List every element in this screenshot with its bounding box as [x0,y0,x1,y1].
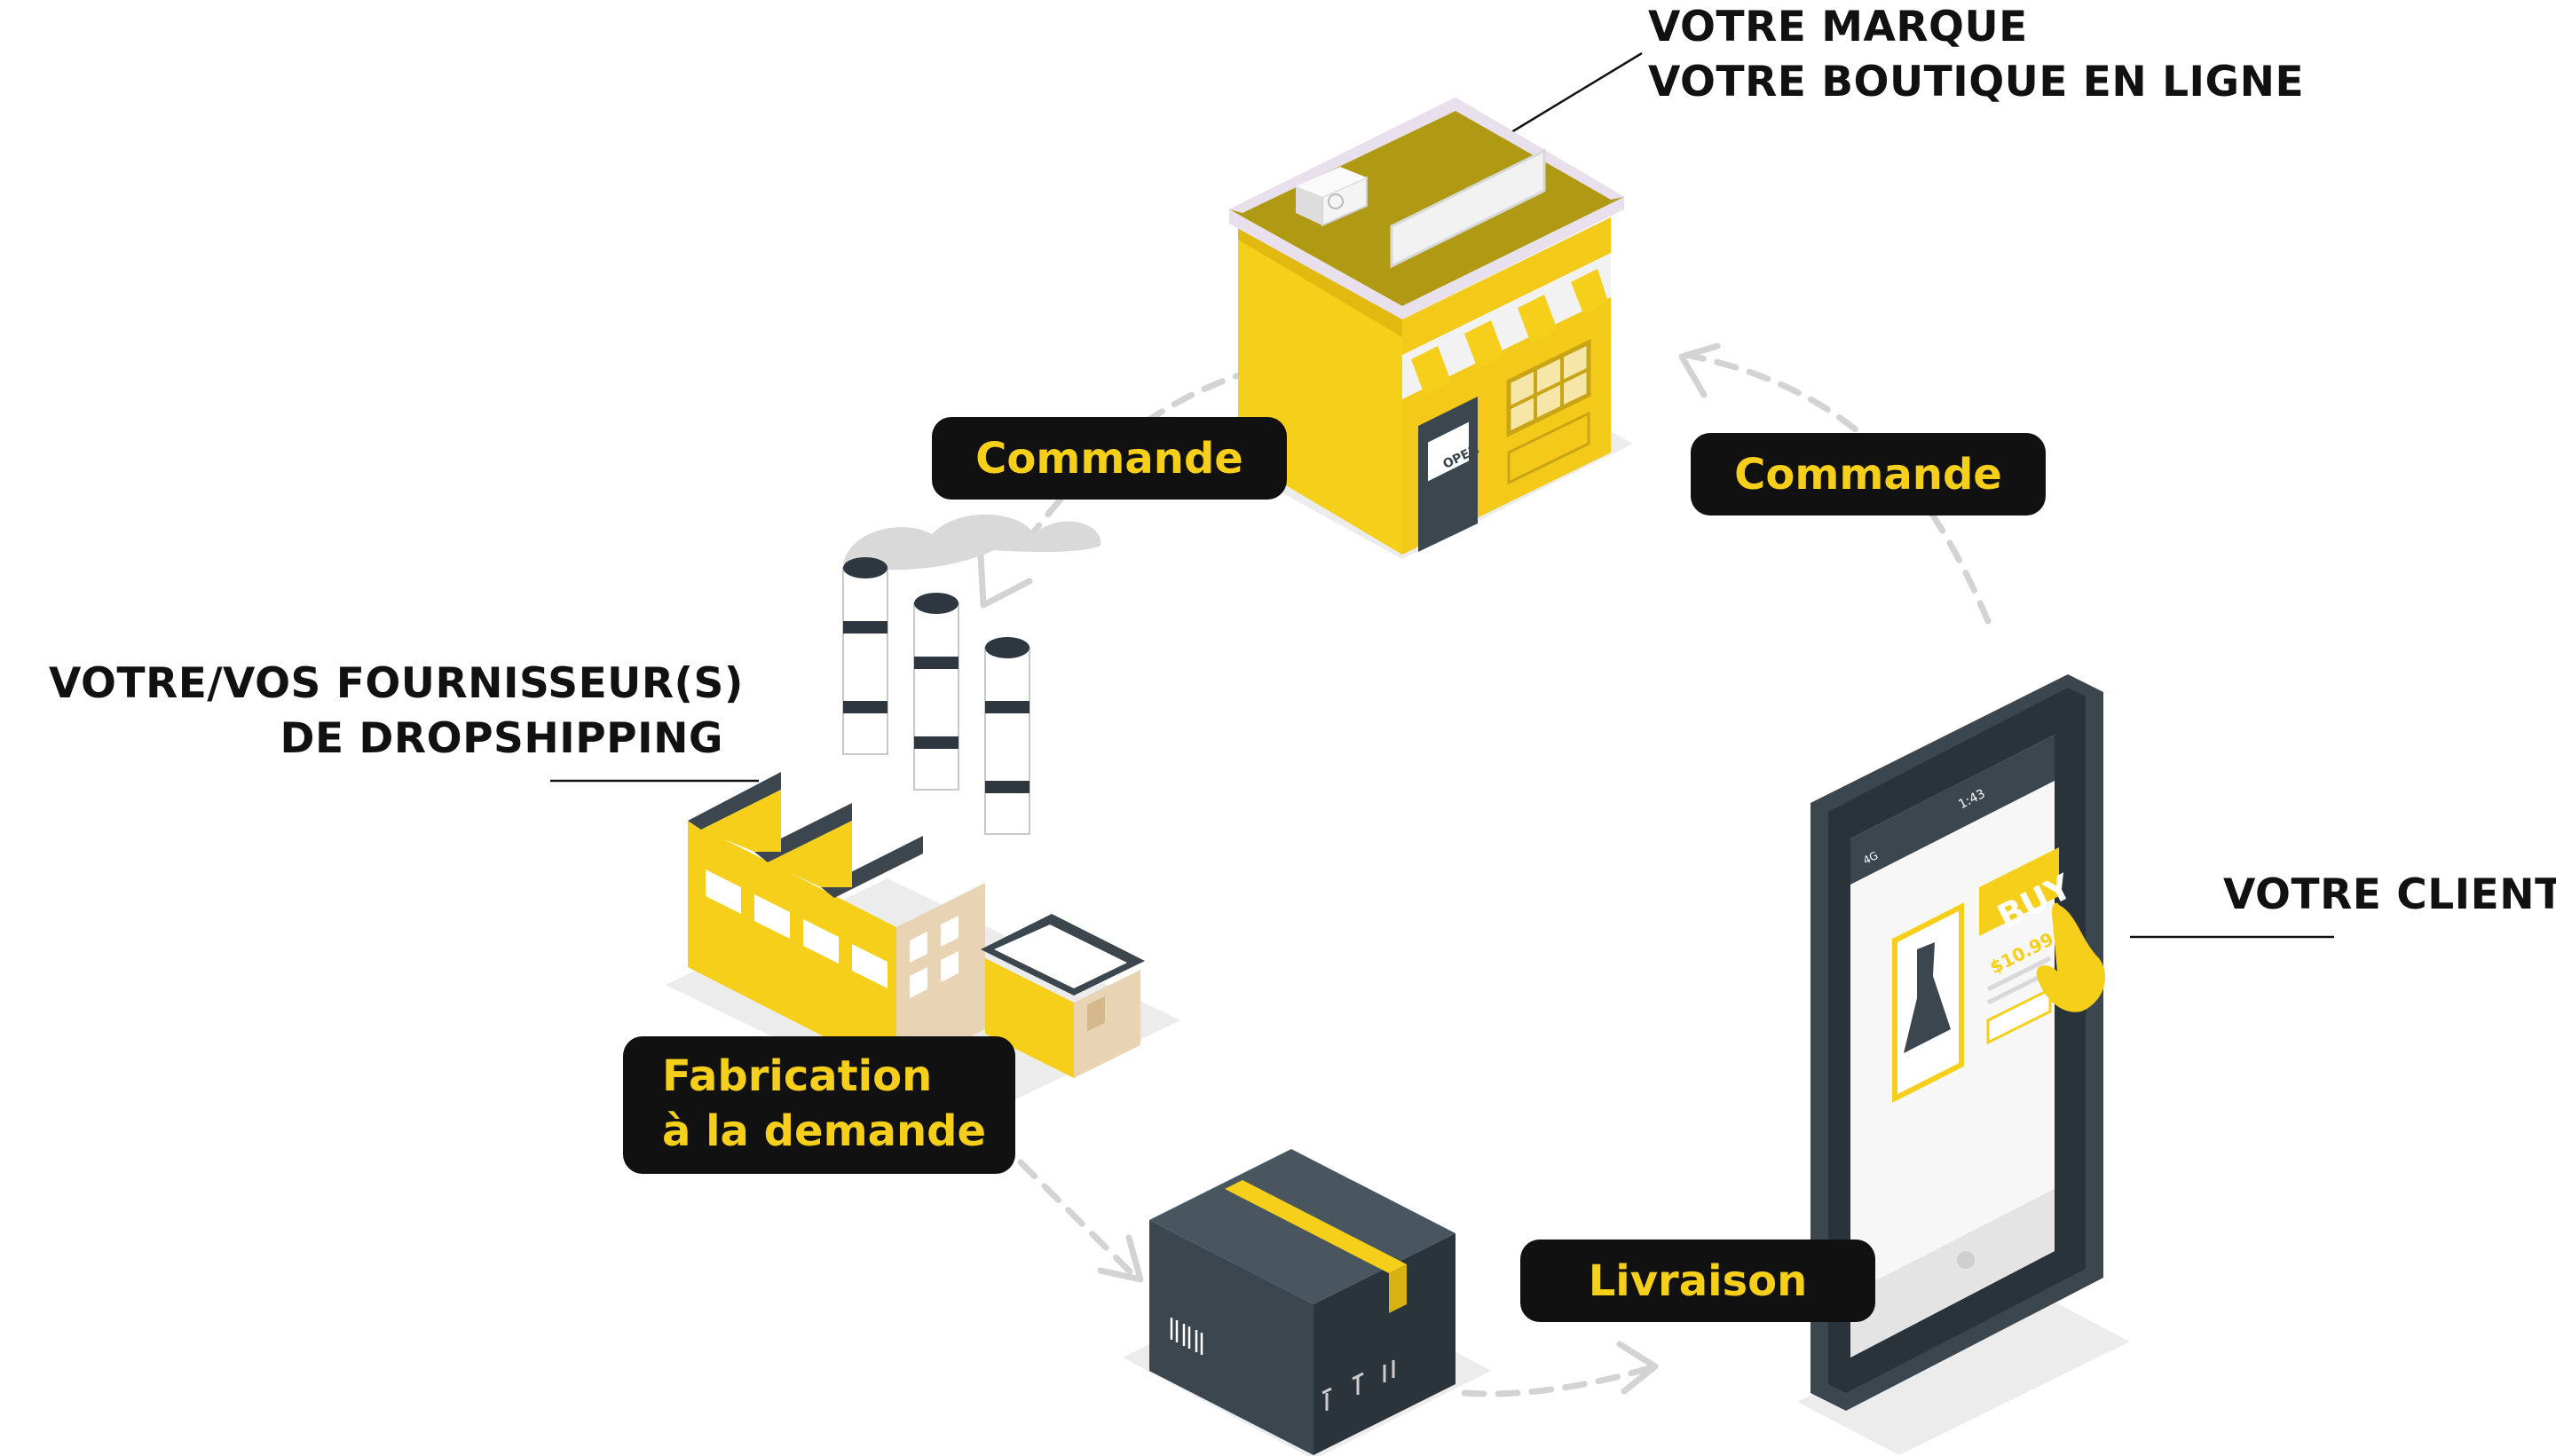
brand-heading-line1: VOTRE MARQUE [1648,3,2028,51]
step-order-left: Commande [932,417,1287,500]
brand-heading: VOTRE MARQUE VOTRE BOUTIQUE EN LIGNE [1648,0,2304,110]
arrow-factory-to-box [1017,1159,1140,1281]
step-manufacturing: Fabrication à la demande [623,1036,1015,1174]
shop-illustration: OPEN [1225,98,1633,559]
arrowhead-shop [1678,342,1721,398]
phone-illustration: 1:43 4G BUY $10.99 [1797,674,2130,1455]
box-illustration [1123,1149,1491,1456]
arrow-box-to-phone [1461,1363,1659,1397]
step-delivery: Livraison [1520,1240,1875,1322]
step-order-right-label: Commande [1734,449,2002,500]
arrowhead-box [1097,1234,1144,1283]
step-order-left-label: Commande [975,433,1243,484]
client-heading-line1: VOTRE CLIENT [2223,870,2556,919]
supplier-heading: VOTRE/VOS FOURNISSEUR(S) DE DROPSHIPPING [49,657,744,767]
step-manufacturing-line2: à la demande [662,1106,987,1156]
step-manufacturing-line1: Fabrication [662,1051,933,1101]
arrow-phone-to-shop [1683,351,1992,625]
step-order-right: Commande [1691,433,2046,516]
arrowhead-factory [977,551,1033,609]
client-heading: VOTRE CLIENT [2223,868,2556,923]
step-delivery-label: Livraison [1588,1255,1808,1306]
factory-illustration [666,514,1180,1127]
phone-signal: 4G [1861,849,1880,867]
supplier-heading-line2: DE DROPSHIPPING [280,714,723,763]
supplier-heading-line1: VOTRE/VOS FOURNISSEUR(S) [49,659,744,708]
brand-heading-line2: VOTRE BOUTIQUE EN LIGNE [1648,58,2305,106]
arrowhead-phone [1616,1341,1659,1395]
